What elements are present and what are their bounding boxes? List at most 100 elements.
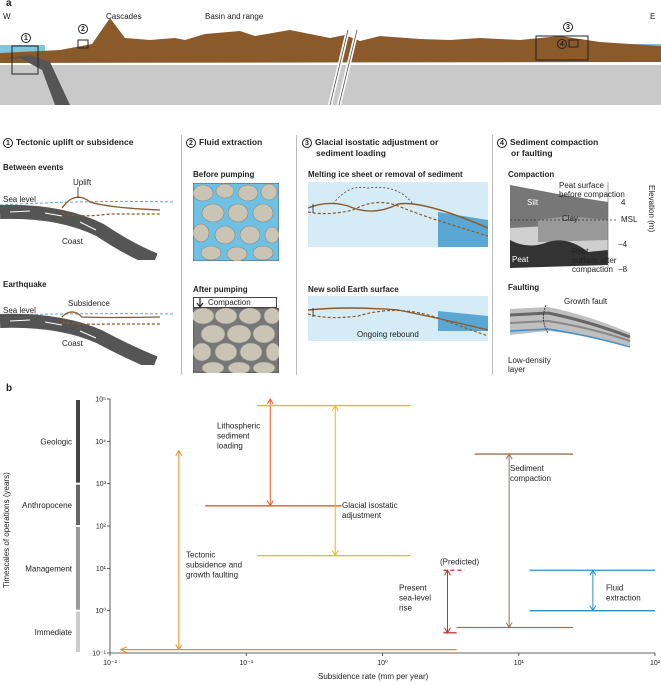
after-pumping-diagram (193, 308, 279, 373)
tectonic-label-2: subsidence and (186, 561, 242, 570)
litho-label-2: sediment (217, 432, 250, 441)
low-density-label-1: Low-density (508, 356, 551, 365)
uplift-label: Uplift (73, 178, 92, 187)
new-surface-label: New solid Earth surface (308, 285, 399, 294)
west-label: W (3, 12, 11, 21)
silt-label: Silt (527, 198, 539, 207)
y-tick-label-0: 10⁻¹ (92, 651, 106, 658)
faulting-title: Faulting (508, 283, 540, 292)
y-tick-label-2: 10¹ (96, 566, 107, 573)
sea-level-label-2: Sea level (3, 306, 36, 315)
litho-arrow-head-top (266, 398, 274, 405)
fluid-arrow-head-top (589, 569, 597, 576)
sed-label-1: Sediment (510, 464, 545, 473)
y-tick-label-1: 10⁰ (95, 607, 106, 615)
phase-bar-3 (76, 611, 80, 652)
y-tick-label-4: 10³ (96, 481, 107, 488)
phase-label-3: Immediate (35, 628, 73, 637)
sed-arrow-head-bottom (505, 622, 513, 629)
phase-bar-0 (76, 400, 80, 483)
msl-label: MSL (621, 215, 638, 224)
clay-label: Clay (562, 214, 579, 223)
after-pumping-label: After pumping (193, 285, 248, 294)
marker-1-icon: 1 (21, 33, 31, 43)
litho-label-1: Lithospheric (217, 422, 260, 431)
break-mark-outline (329, 29, 358, 106)
compaction-title: Compaction (508, 170, 555, 179)
melting-ice-label: Melting ice sheet or removal of sediment (308, 170, 463, 179)
y-tick-label-5: 10⁴ (95, 439, 106, 446)
tectonic-arrow-head-bottom (175, 644, 183, 651)
east-label: E (650, 12, 656, 21)
before-pumping-label: Before pumping (193, 170, 255, 179)
phase-label-2: Management (25, 564, 72, 573)
glacial-diagram-1 (308, 182, 488, 247)
tectonic-label-3: growth faulting (186, 571, 238, 580)
subsidence-label: Subsidence (68, 299, 110, 308)
elev-tick-4: 4 (621, 198, 626, 207)
land-surface (0, 18, 661, 63)
sea-level-label-1: Sea level (3, 195, 36, 204)
subsidence-chart: 10⁻² 10⁻¹ 10⁰ 10¹ 10² 10⁻¹ 10⁰ 10¹ 10² 10³ 10⁴ 10⁵ G… (22, 397, 661, 668)
growth-fault-label: Growth fault (564, 297, 608, 306)
fluid-label-2: extraction (606, 593, 641, 602)
slr-arrow-head-top (444, 569, 451, 576)
y-tick-label-6: 10⁵ (95, 397, 106, 404)
faulting-diagram (509, 304, 631, 348)
basin-range-label: Basin and range (205, 12, 264, 21)
tectonic-label-1: Tectonic (186, 551, 215, 560)
marker-box-4 (568, 39, 579, 48)
glacial-label-1: Glacial isostatic (342, 501, 398, 510)
down-arrow-icon (196, 298, 204, 308)
peat-after-label-1: Peat (572, 247, 589, 256)
cross-section-diagram (0, 18, 661, 106)
compaction-diagram (510, 182, 618, 268)
x-tick-label-1: 10⁻¹ (239, 660, 253, 667)
marker-box-2 (77, 39, 89, 49)
marker-3-icon: 3 (563, 22, 573, 32)
peat-after-label-3: compaction (572, 265, 613, 274)
cascades-label: Cascades (106, 12, 142, 21)
slr-arrow-head-bottom (444, 627, 451, 634)
coast-label-2: Coast (62, 339, 83, 348)
litho-arrow-head-bottom (266, 500, 274, 507)
tectonic-bar-head (119, 646, 128, 654)
ongoing-rebound-label: Ongoing rebound (357, 330, 419, 339)
x-tick-label-3: 10¹ (514, 660, 525, 667)
phase-label-1: Anthropocene (22, 501, 72, 510)
x-tick-label-2: 10⁰ (377, 659, 388, 667)
x-tick-label-0: 10⁻² (103, 660, 117, 667)
phase-label-0: Geologic (40, 437, 72, 446)
marker-box-3 (535, 35, 589, 61)
earthquake-diagram (0, 311, 176, 365)
tectonic-arrow-head-top (175, 449, 183, 456)
peat-after-label-2: surface after (572, 256, 617, 265)
col-divider-1 (181, 135, 182, 375)
x-axis-label: Subsidence rate (mm per year) (318, 672, 429, 681)
coast-label-1: Coast (62, 237, 83, 246)
slr-label-3: rise (399, 603, 412, 612)
fluid-arrow-head-bottom (589, 605, 597, 612)
fluid-label-1: Fluid (606, 583, 623, 592)
phase-bar-2 (76, 527, 80, 610)
compaction-label: Compaction (208, 298, 251, 307)
elev-tick-m8: −8 (618, 265, 628, 274)
slr-label-2: sea-level (399, 593, 431, 602)
marker-box-1 (11, 45, 39, 75)
low-density-label-2: layer (508, 365, 526, 374)
between-events-label: Between events (3, 163, 64, 172)
y-tick-label-3: 10² (96, 524, 107, 531)
slr-label-1: Present (399, 583, 427, 592)
before-pumping-diagram (193, 183, 279, 261)
compaction-box: Compaction (193, 297, 277, 308)
panel-a-letter: a (6, 0, 12, 9)
x-tick-label-4: 10² (650, 660, 661, 667)
sed-arrow-head-top (505, 453, 513, 460)
peat-label: Peat (512, 255, 529, 264)
marker-2-icon: 2 (78, 24, 88, 34)
earthquake-label: Earthquake (3, 280, 47, 289)
glacial-label-2: adjustment (342, 511, 382, 520)
peat-before-label-1: Peat surface (559, 181, 604, 190)
